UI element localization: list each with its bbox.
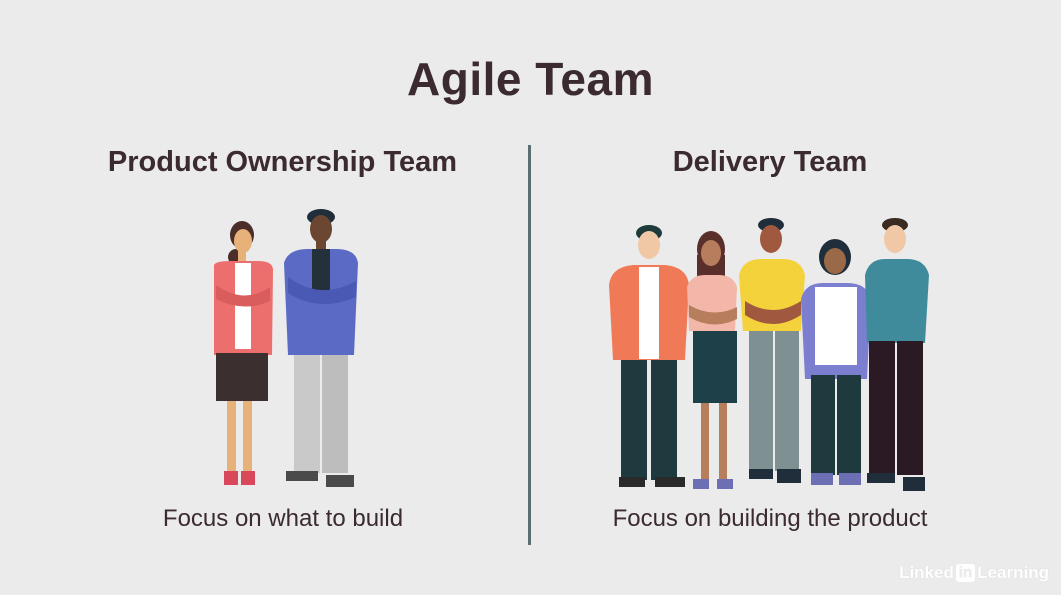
delivery-team-caption: Focus on building the product — [612, 505, 928, 532]
product-ownership-illustration — [214, 209, 358, 487]
delivery-team-illustration — [609, 218, 929, 491]
man-in-teal-shirt-figure — [865, 218, 929, 491]
man-in-yellow-shirt-figure — [739, 218, 805, 483]
woman-in-pink-jacket-figure — [214, 221, 273, 485]
product-ownership-caption: Focus on what to build — [162, 505, 404, 532]
product-ownership-heading: Product Ownership Team — [107, 146, 458, 178]
brand-suffix: Learning — [977, 563, 1049, 582]
column-divider — [528, 145, 531, 545]
man-in-blue-blazer-figure — [284, 209, 358, 487]
linkedin-learning-logo: Linked in Learning — [899, 563, 1049, 583]
man-in-orange-jacket-figure — [609, 225, 689, 487]
delivery-team-heading: Delivery Team — [672, 146, 868, 178]
slide-title: Agile Team — [407, 53, 654, 105]
brand-prefix: Linked — [899, 563, 954, 582]
woman-in-lavender-cardigan-figure — [801, 239, 871, 485]
brand-in-badge: in — [955, 564, 976, 582]
woman-in-pink-top-figure — [687, 231, 737, 489]
